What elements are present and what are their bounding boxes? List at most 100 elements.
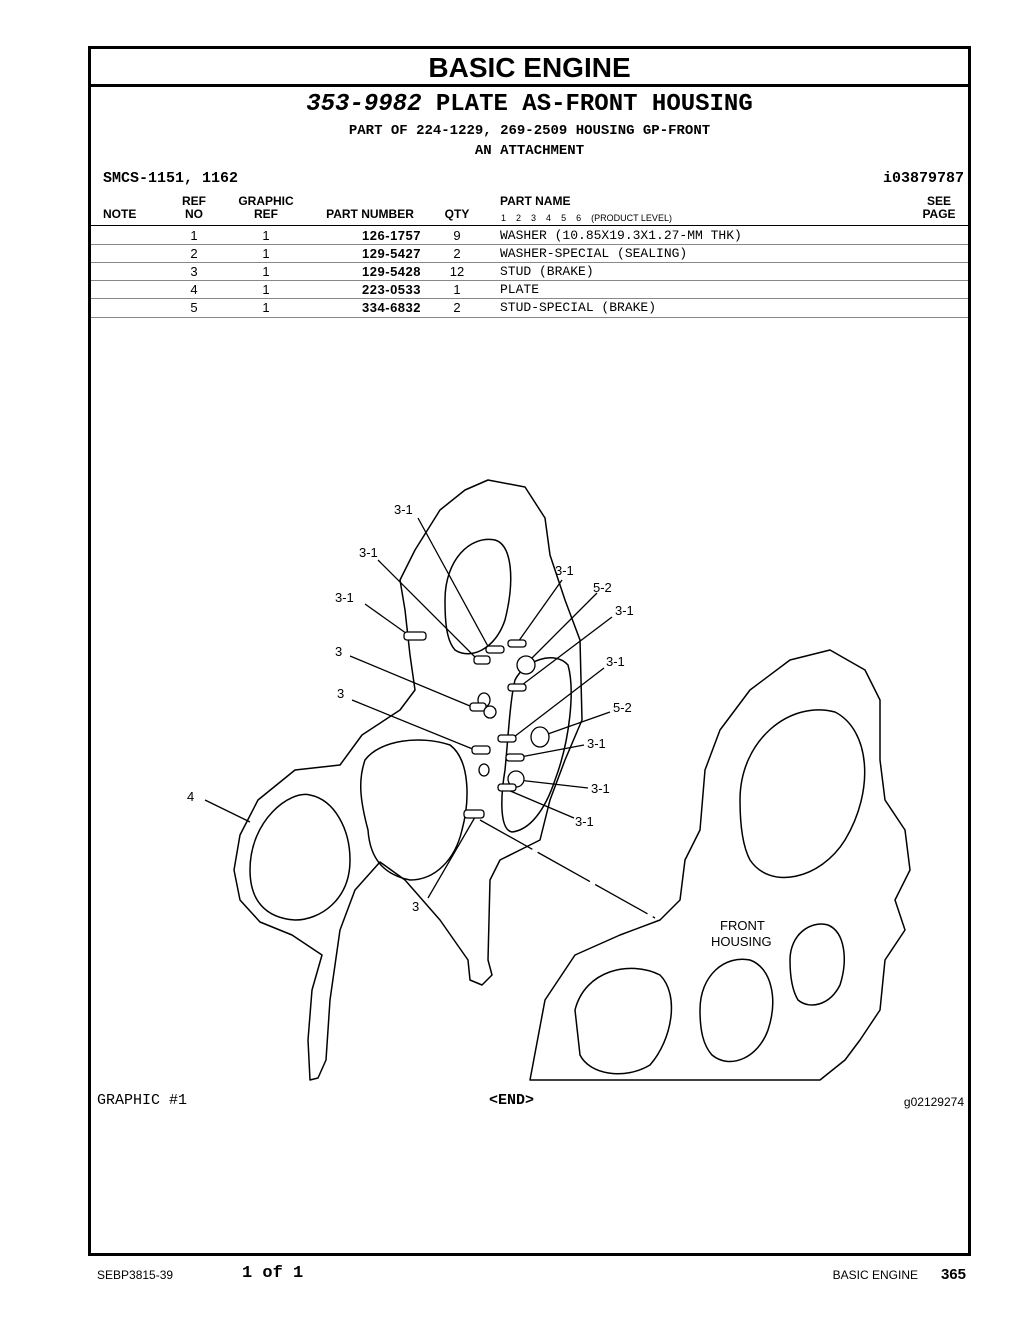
page-frame: BASIC ENGINE 353-9982 PLATE AS-FRONT HOU… bbox=[88, 46, 971, 1256]
qty-cell: 1 bbox=[453, 282, 461, 297]
qty-cell: 2 bbox=[453, 300, 461, 315]
part-of-line: PART OF 224-1229, 269-2509 HOUSING GP-FR… bbox=[348, 123, 711, 139]
graphic-label: GRAPHIC #1 bbox=[97, 1092, 188, 1109]
header-qty: QTY bbox=[444, 207, 470, 221]
header-ref-no: REF NO bbox=[179, 195, 209, 221]
footer-page-of: 1 of 1 bbox=[242, 1264, 304, 1283]
header-ref-no-line2: NO bbox=[185, 207, 203, 221]
level-3: 3 bbox=[531, 213, 537, 223]
header-graphic-ref-line1: GRAPHIC bbox=[238, 194, 294, 208]
callout-label: 3-1 bbox=[575, 814, 594, 829]
part-number-cell: 129-5428 bbox=[362, 264, 421, 279]
header-see-page-line1: SEE bbox=[926, 194, 951, 208]
part-name-cell: WASHER (10.85X19.3X1.27-MM THK) bbox=[500, 228, 742, 243]
callout-label: 3-1 bbox=[394, 502, 413, 517]
qty-cell: 9 bbox=[453, 228, 461, 243]
header-graphic-ref-line2: REF bbox=[254, 207, 278, 221]
section-title-band: BASIC ENGINE bbox=[91, 49, 968, 87]
header-divider bbox=[91, 225, 968, 226]
callout-label: 3-1 bbox=[555, 563, 574, 578]
ref-no-cell: 4 bbox=[190, 282, 198, 297]
callout-label: 3-1 bbox=[335, 590, 354, 605]
table-row: 2 1 129-5427 2 WASHER-SPECIAL (SEALING) bbox=[91, 245, 968, 263]
level-5: 5 bbox=[561, 213, 567, 223]
graphic-ref-cell: 1 bbox=[262, 246, 270, 261]
part-name-cell: STUD-SPECIAL (BRAKE) bbox=[500, 300, 657, 315]
row-divider bbox=[91, 244, 968, 245]
header-part-number: PART NUMBER bbox=[326, 207, 414, 221]
row-divider bbox=[91, 280, 968, 281]
table-row: 3 1 129-5428 12 STUD (BRAKE) bbox=[91, 263, 968, 281]
footer-doc-id: SEBP3815-39 bbox=[97, 1268, 174, 1282]
header-graphic-ref: GRAPHIC REF bbox=[231, 195, 301, 221]
table-row: 4 1 223-0533 1 PLATE bbox=[91, 281, 968, 299]
part-name-cell: PLATE bbox=[500, 282, 540, 297]
part-number-title: 353-9982 bbox=[306, 91, 422, 118]
row-divider bbox=[91, 262, 968, 263]
header-ref-no-line1: REF bbox=[182, 194, 206, 208]
part-name-title: PLATE AS-FRONT HOUSING bbox=[435, 91, 753, 118]
callout-label: 5-2 bbox=[613, 700, 632, 715]
end-label: <END> bbox=[489, 1092, 535, 1109]
ref-no-cell: 1 bbox=[190, 228, 198, 243]
housing-bore bbox=[739, 709, 866, 879]
graphic-ref-cell: 1 bbox=[262, 264, 270, 279]
ref-no-cell: 5 bbox=[190, 300, 198, 315]
callout-label: 3-1 bbox=[359, 545, 378, 560]
part-name-cell: STUD (BRAKE) bbox=[500, 264, 594, 279]
part-title: 353-9982 PLATE AS-FRONT HOUSING bbox=[91, 91, 968, 118]
graphic-ref-cell: 1 bbox=[262, 228, 270, 243]
header-see-page-line2: PAGE bbox=[922, 207, 956, 221]
housing-lower-bore bbox=[699, 958, 774, 1063]
table-row: 1 1 126-1757 9 WASHER (10.85X19.3X1.27-M… bbox=[91, 227, 968, 245]
graphic-ref-cell: 1 bbox=[262, 282, 270, 297]
qty-cell: 12 bbox=[449, 264, 465, 279]
part-number-cell: 126-1757 bbox=[362, 228, 421, 243]
smcs-code: SMCS-1151, 1162 bbox=[103, 170, 239, 187]
graphic-ref-cell: 1 bbox=[262, 300, 270, 315]
callout-label: 5-2 bbox=[593, 580, 612, 595]
ref-no-cell: 2 bbox=[190, 246, 198, 261]
part-number-cell: 129-5427 bbox=[362, 246, 421, 261]
callout-label: 3 bbox=[412, 899, 419, 914]
callout-label: 3-1 bbox=[587, 736, 606, 751]
level-4: 4 bbox=[546, 213, 552, 223]
row-divider bbox=[91, 298, 968, 299]
graphic-number: g02129274 bbox=[903, 1095, 964, 1109]
product-level-label: (PRODUCT LEVEL) bbox=[591, 213, 672, 223]
section-title: BASIC ENGINE bbox=[428, 52, 631, 83]
attachment-line: AN ATTACHMENT bbox=[474, 143, 585, 159]
housing-lower-bore-2 bbox=[789, 923, 845, 1006]
ref-no-cell: 3 bbox=[190, 264, 198, 279]
header-note: NOTE bbox=[103, 207, 137, 221]
level-1: 1 bbox=[501, 213, 507, 223]
header-part-name: PART NAME bbox=[500, 194, 571, 208]
footer-page-number: 365 bbox=[940, 1266, 966, 1283]
callout-label: 3 bbox=[335, 644, 342, 659]
plate-middle-opening bbox=[359, 739, 468, 881]
table-row: 5 1 334-6832 2 STUD-SPECIAL (BRAKE) bbox=[91, 299, 968, 317]
housing-left-bore bbox=[574, 967, 673, 1075]
part-name-cell: WASHER-SPECIAL (SEALING) bbox=[500, 246, 688, 261]
front-housing-label: HOUSING bbox=[711, 934, 772, 949]
row-divider bbox=[91, 317, 968, 318]
plate-left-opening bbox=[249, 793, 351, 921]
qty-cell: 2 bbox=[453, 246, 461, 261]
part-number-cell: 223-0533 bbox=[362, 282, 421, 297]
part-number-cell: 334-6832 bbox=[362, 300, 421, 315]
front-housing-label: FRONT bbox=[720, 918, 765, 933]
plate-outline bbox=[233, 479, 583, 1081]
callout-label: 3-1 bbox=[615, 603, 634, 618]
plate-upper-opening bbox=[444, 538, 512, 655]
level-6: 6 bbox=[576, 213, 582, 223]
callout-label: 3 bbox=[337, 686, 344, 701]
front-housing-outline bbox=[529, 649, 911, 1081]
level-2: 2 bbox=[516, 213, 522, 223]
callout-label: 3-1 bbox=[591, 781, 610, 796]
callout-label: 3-1 bbox=[606, 654, 625, 669]
callout-label: 4 bbox=[187, 789, 194, 804]
footer-section: BASIC ENGINE bbox=[832, 1268, 918, 1282]
illustration-id: i03879787 bbox=[882, 170, 964, 187]
